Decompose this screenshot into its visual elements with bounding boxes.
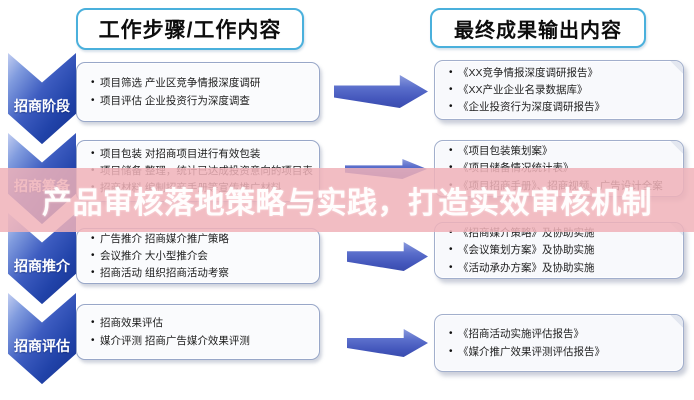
bullet-item: 《XX竞争情报深度调研报告》	[449, 66, 677, 80]
flow-arrow-4	[347, 329, 428, 357]
bullet-item: 招商活动 组织招商活动考察	[91, 266, 313, 280]
flow-arrow-1	[334, 75, 428, 108]
output-box-1: 《XX竞争情报深度调研报告》 《XX产业企业名录数据库》 《企业投资行为深度调研…	[434, 60, 684, 120]
bullet-item: 《会议策划方案》及协助实施	[449, 243, 677, 257]
column-header-work-label: 工作步骤/工作内容	[98, 19, 282, 42]
output-box-4: 《招商活动实施评估报告》 《媒介推广效果评测评估报告》	[434, 314, 684, 372]
bullet-item: 会议推介 大小型推介会	[91, 249, 313, 263]
column-header-work: 工作步骤/工作内容	[76, 8, 304, 50]
stage-label-4: 招商评估	[14, 338, 70, 354]
bullet-item: 《招商活动实施评估报告》	[449, 327, 677, 341]
bullet-item: 《XX产业企业名录数据库》	[449, 83, 677, 97]
work-box-4: 招商效果评估 媒介评测 招商广告媒介效果评测	[76, 304, 320, 360]
work-list-4: 招商效果评估 媒介评测 招商广告媒介效果评测	[77, 305, 319, 359]
column-header-output-label: 最终成果输出内容	[454, 19, 622, 42]
title-banner: 产品审核落地策略与实践，打造实效审核机制	[0, 168, 694, 232]
flow-arrow-3	[347, 242, 428, 271]
bullet-item: 《媒介推广效果评测评估报告》	[449, 345, 677, 359]
bullet-item: 项目包装 对招商项目进行有效包装	[91, 147, 313, 161]
output-list-1: 《XX竞争情报深度调研报告》 《XX产业企业名录数据库》 《企业投资行为深度调研…	[435, 61, 683, 119]
work-box-3: 广告推介 招商媒介推广策略 会议推介 大小型推介会 招商活动 组织招商活动考察	[76, 228, 320, 284]
bullet-item: 项目筛选 产业区竞争情报深度调研	[91, 76, 313, 90]
stage-label-3: 招商推介	[14, 258, 70, 274]
bullet-item: 《项目包装策划案》	[449, 144, 677, 158]
page-title: 产品审核落地策略与实践，打造实效审核机制	[42, 187, 652, 220]
output-list-4: 《招商活动实施评估报告》 《媒介推广效果评测评估报告》	[435, 315, 683, 371]
stage-chevron-4: 招商评估	[8, 293, 76, 385]
work-list-1: 项目筛选 产业区竞争情报深度调研 项目评估 企业投资行为深度调查	[77, 63, 319, 121]
bullet-item: 招商效果评估	[91, 316, 313, 330]
bullet-item: 项目评估 企业投资行为深度调查	[91, 94, 313, 108]
work-list-3: 广告推介 招商媒介推广策略 会议推介 大小型推介会 招商活动 组织招商活动考察	[77, 229, 319, 283]
stage-label-1: 招商阶段	[14, 98, 70, 114]
bullet-item: 《活动承办方案》及协助实施	[449, 261, 677, 275]
bullet-item: 《企业投资行为深度调研报告》	[449, 100, 677, 114]
column-header-output: 最终成果输出内容	[430, 8, 646, 48]
stage-chevron-1: 招商阶段	[8, 53, 76, 145]
bullet-item: 广告推介 招商媒介推广策略	[91, 232, 313, 246]
bullet-item: 媒介评测 招商广告媒介效果评测	[91, 334, 313, 348]
work-box-1: 项目筛选 产业区竞争情报深度调研 项目评估 企业投资行为深度调查	[76, 62, 320, 122]
